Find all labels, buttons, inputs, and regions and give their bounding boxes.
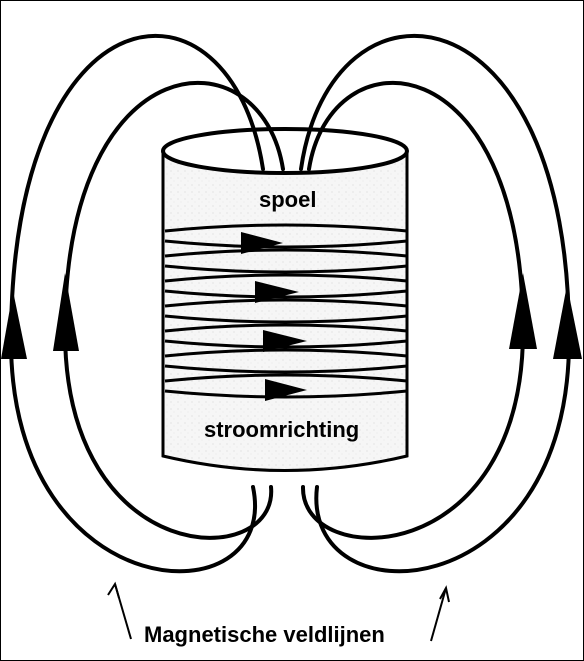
current-arrow-2 [255, 281, 299, 303]
pointer-right-head [439, 585, 450, 603]
label-pointers [107, 581, 450, 642]
field-direction-arrows [1, 273, 582, 359]
coil-label: spoel [259, 187, 317, 212]
current-direction-label: stroomrichting [204, 417, 360, 442]
pointer-left-head [107, 581, 120, 599]
coil-windings [164, 223, 408, 399]
field-arrow-right-inner [509, 273, 537, 349]
current-arrow-1 [241, 232, 283, 254]
field-arrow-left-outer [1, 291, 27, 359]
pointer-right [430, 587, 447, 642]
current-arrow-3 [263, 330, 307, 352]
current-arrow-4 [265, 379, 307, 401]
coil-top-rim [161, 127, 409, 175]
field-arrow-right-outer [553, 285, 582, 359]
coil [161, 127, 409, 472]
field-arrow-left-inner [53, 273, 79, 351]
current-direction-arrows [241, 232, 307, 401]
coil-body [161, 149, 409, 472]
field-lines-label: Magnetische veldlijnen [144, 622, 385, 647]
